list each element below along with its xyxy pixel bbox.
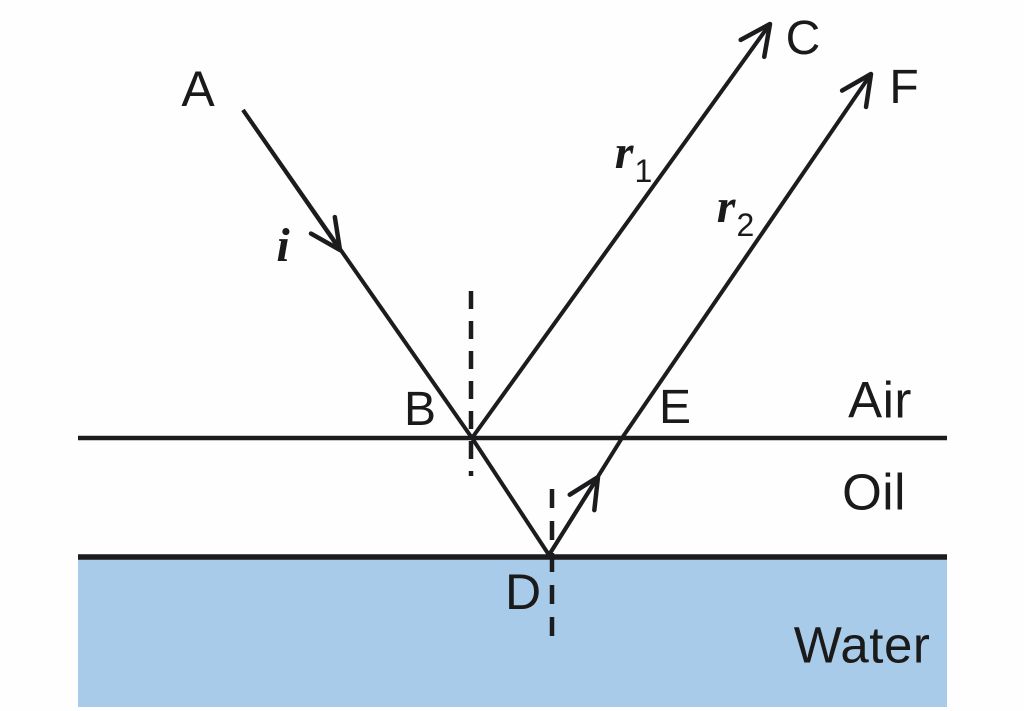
point-label-E: E: [658, 381, 692, 434]
reflected-ray-BC: [470, 21, 773, 440]
incident-angle-label-i: i: [276, 219, 290, 272]
ray-label-r2-subscript: 2: [736, 207, 755, 243]
point-label-C: C: [785, 12, 821, 65]
point-label-A: A: [181, 61, 215, 117]
emergent-ray-EF: [620, 71, 874, 440]
point-label-B: B: [403, 383, 437, 436]
point-label-D: D: [504, 564, 542, 620]
refracted-ray-BD: [470, 436, 551, 557]
water-region: [78, 557, 947, 707]
reflected-ray-DE-arrow: [547, 474, 601, 557]
ray-label-r2: r2: [716, 180, 754, 242]
ray-label-r1-base: r: [614, 126, 634, 179]
ray-label-r2-base: r: [716, 180, 736, 233]
incident-ray-arrow: [241, 108, 343, 253]
region-label-water: Water: [793, 616, 931, 674]
ray-label-r1-subscript: 1: [634, 153, 653, 189]
point-label-F: F: [889, 61, 919, 114]
region-label-oil: Oil: [842, 463, 906, 521]
ray-label-r1: r1: [614, 126, 652, 188]
region-label-air: Air: [848, 371, 912, 429]
